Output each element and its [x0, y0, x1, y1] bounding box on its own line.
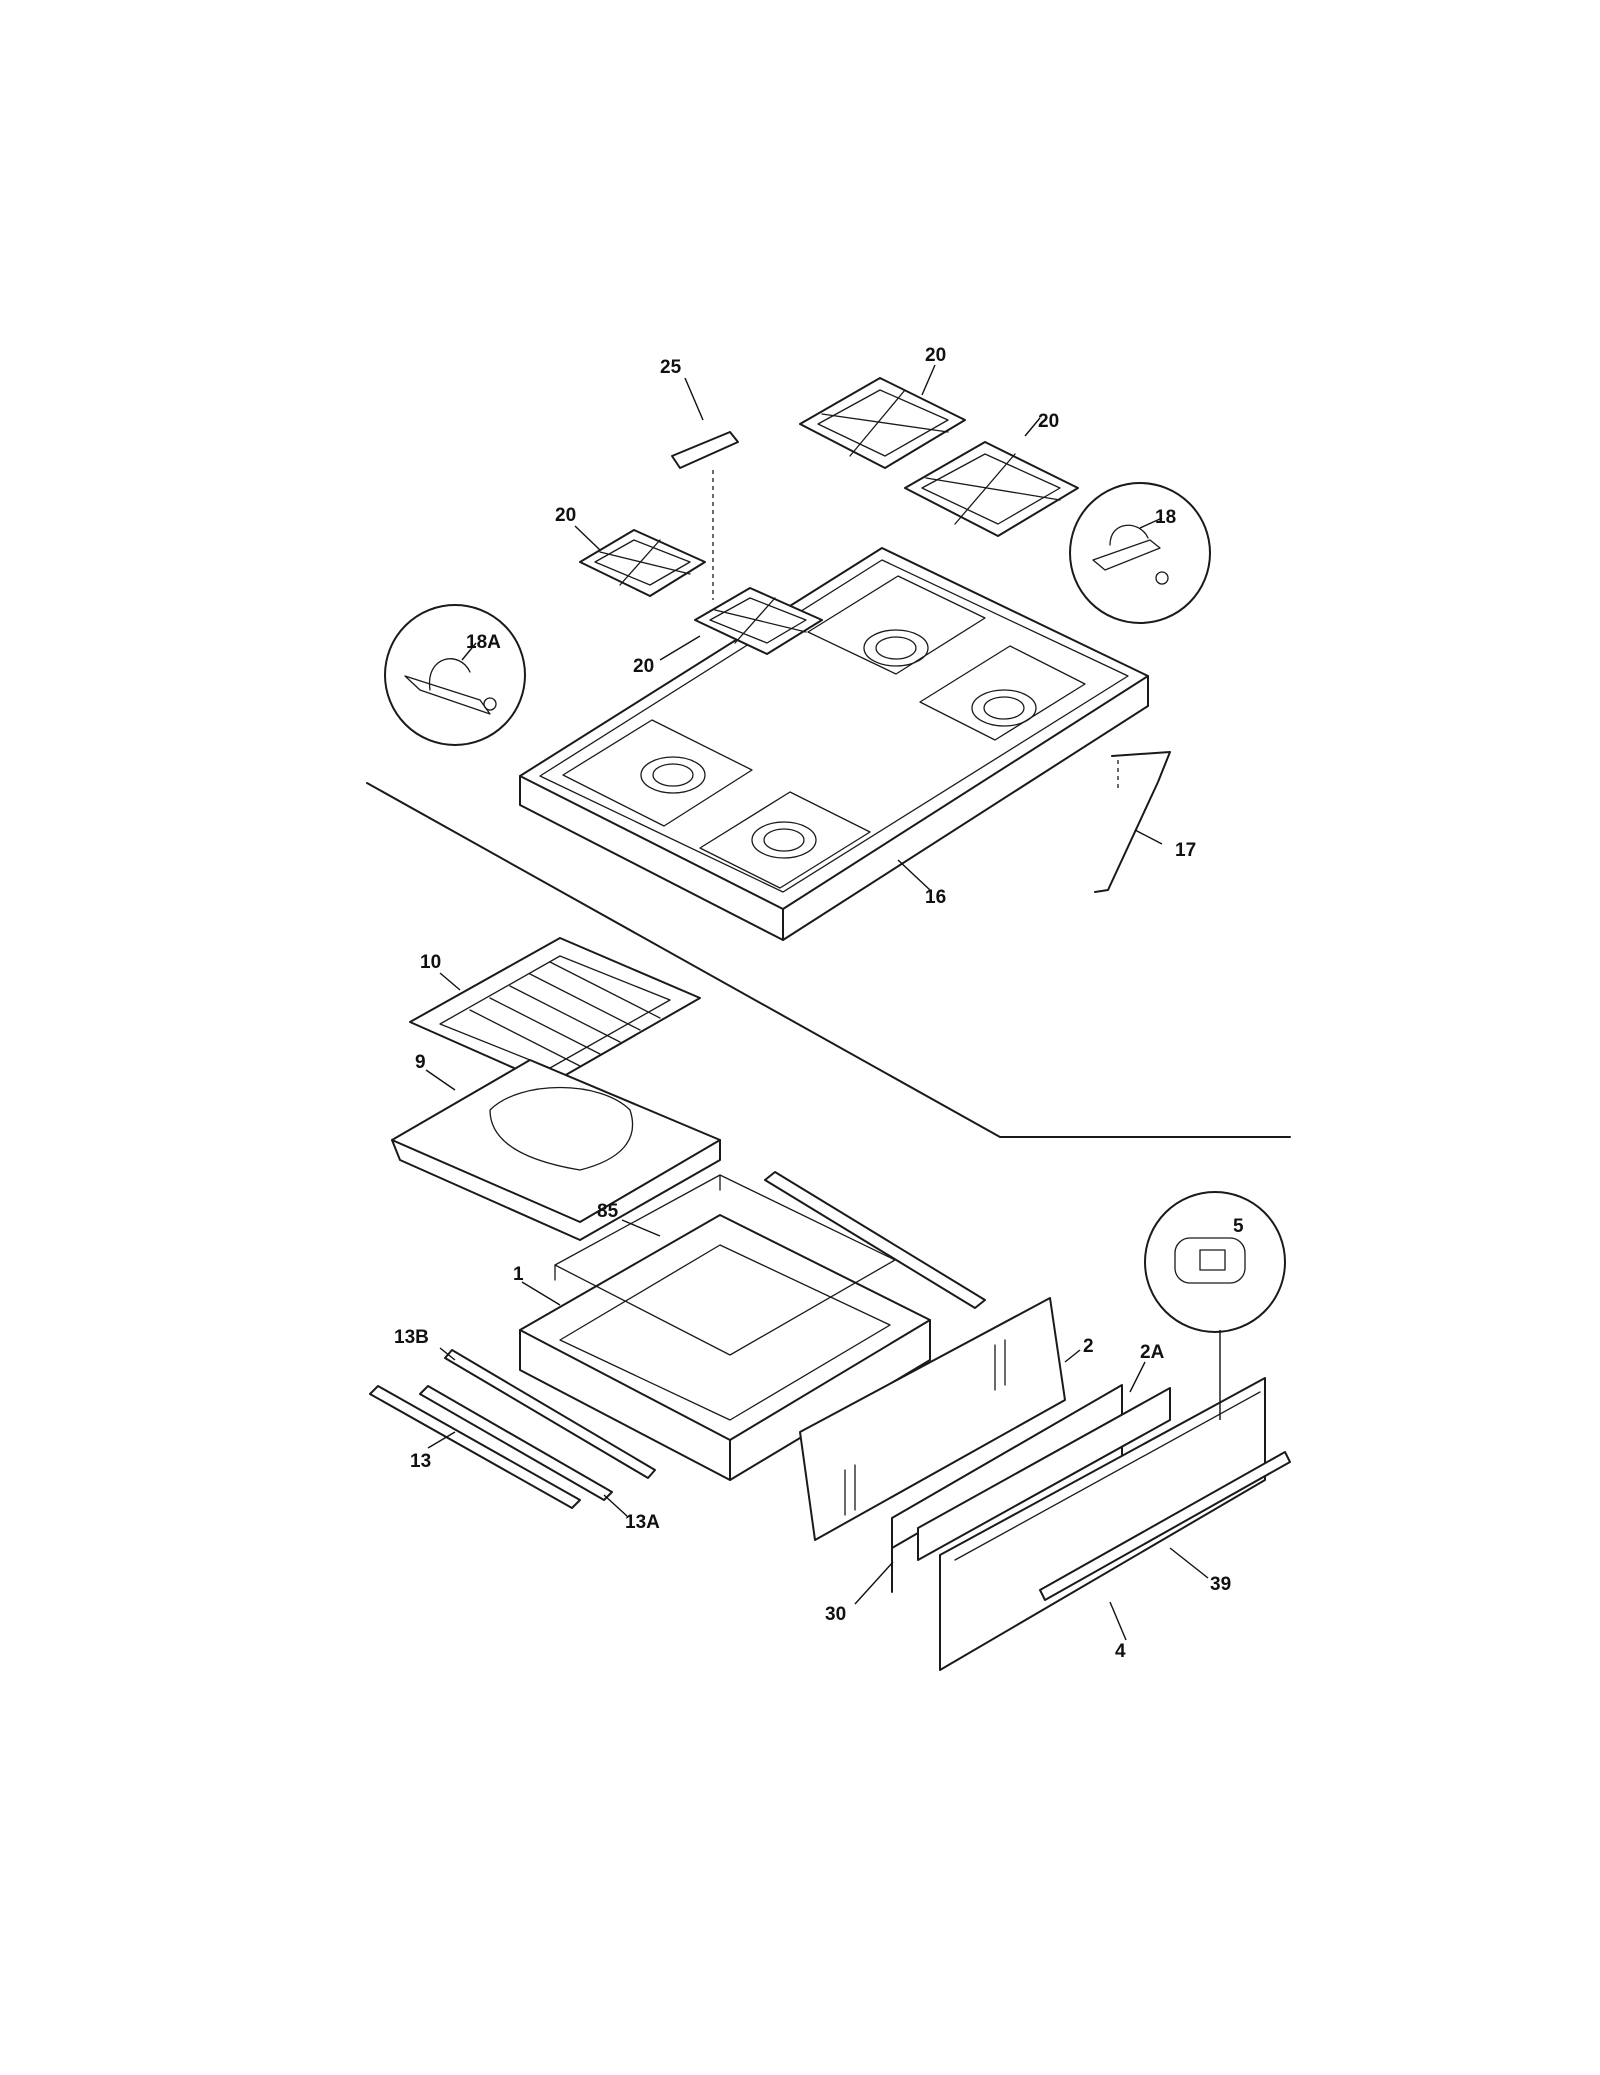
- part-9-broiler-pan: [391, 1059, 721, 1241]
- callout-2a: 2A: [1140, 1342, 1165, 1363]
- cooktop-main-top-part-16: [519, 547, 1149, 941]
- callout-18a: 18A: [466, 632, 501, 653]
- callout-16: 16: [925, 887, 946, 908]
- callout-30: 30: [825, 1604, 846, 1625]
- detail-circle-5: [1144, 1191, 1286, 1420]
- callout-18: 18: [1155, 507, 1176, 528]
- callout-13a: 13A: [625, 1512, 660, 1533]
- callout-17: 17: [1175, 840, 1196, 861]
- callout-20-top: 20: [925, 345, 946, 366]
- callout-85: 85: [597, 1201, 619, 1222]
- part-17-wire-bracket: [1094, 751, 1171, 893]
- burner-grate-20-right-front: [904, 441, 1079, 537]
- part-10-broiler-grid: [409, 937, 701, 1085]
- callout-10: 10: [420, 952, 441, 973]
- callout-20-right: 20: [1038, 411, 1059, 432]
- burner-grate-20-left-front: [694, 587, 823, 655]
- callout-13: 13: [410, 1451, 431, 1472]
- callout-4: 4: [1115, 1641, 1126, 1662]
- slide-rail-rear: [764, 1171, 986, 1309]
- part-13-rail: [369, 1385, 581, 1509]
- part-4-drawer-front-panel: [939, 1377, 1266, 1671]
- detail-circle-18: [1069, 482, 1211, 624]
- part-13b-rail: [444, 1349, 656, 1479]
- section-divider-line: [366, 782, 1291, 1138]
- part-39-handle: [1039, 1451, 1291, 1601]
- callout-25: 25: [660, 357, 682, 378]
- callout-39: 39: [1210, 1574, 1231, 1595]
- part-30-spacer: [917, 1387, 1171, 1561]
- callout-9: 9: [415, 1052, 426, 1073]
- part-1-drawer-body: [519, 1214, 931, 1481]
- part-2-drawer-back: [799, 1297, 1066, 1541]
- leader-lines: [425, 364, 1209, 1641]
- callout-5: 5: [1233, 1216, 1244, 1237]
- detail-circle-18a: [384, 604, 526, 746]
- callout-1: 1: [513, 1264, 524, 1285]
- part-13a-rail: [419, 1385, 613, 1501]
- callout-20-bottom: 20: [633, 656, 654, 677]
- part-25-ignitor-cover: [671, 431, 739, 600]
- callout-20-left: 20: [555, 505, 576, 526]
- burner-grate-20-left-rear: [579, 529, 706, 597]
- callout-2: 2: [1083, 1336, 1094, 1357]
- callout-13b: 13B: [394, 1327, 429, 1348]
- burner-grate-20-right-rear: [799, 377, 966, 469]
